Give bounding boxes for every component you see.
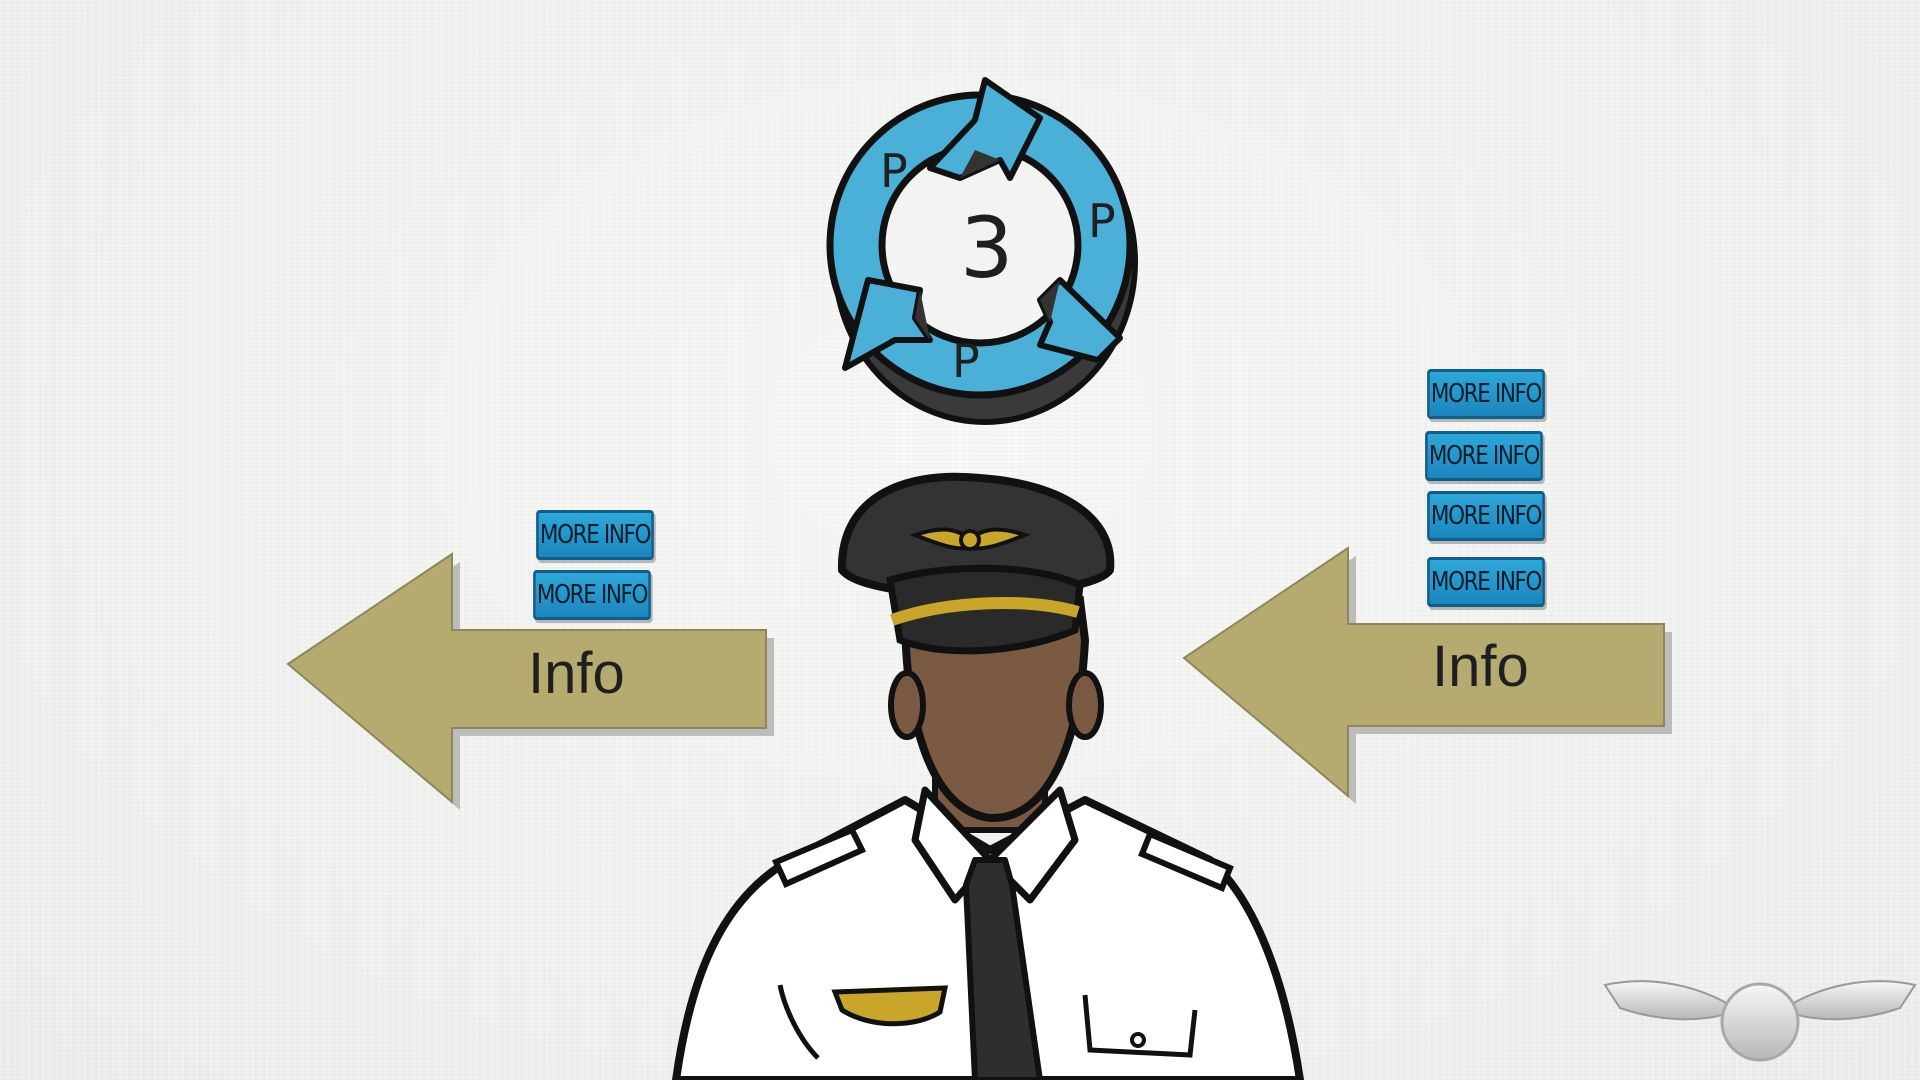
cycle-center-number: 3 (960, 199, 1014, 297)
more-info-button-right-2[interactable]: MORE INFO (1425, 431, 1543, 481)
more-info-button-right-4[interactable]: MORE INFO (1427, 557, 1545, 607)
more-info-button-right-1[interactable]: MORE INFO (1427, 369, 1545, 419)
more-info-button-left-1[interactable]: MORE INFO (536, 510, 654, 560)
cycle-letter-3: P (952, 334, 980, 388)
more-info-button-left-2[interactable]: MORE INFO (533, 570, 651, 620)
left-arrow-label: Info (528, 641, 625, 706)
cycle-letter-1: P (880, 144, 908, 198)
cycle-letter-2: P (1088, 194, 1116, 248)
right-arrow-label: Info (1432, 634, 1529, 699)
more-info-button-right-3[interactable]: MORE INFO (1427, 491, 1545, 541)
